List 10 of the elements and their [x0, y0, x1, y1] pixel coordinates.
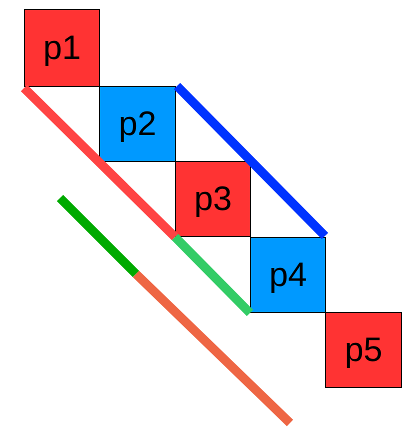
square-box	[325, 312, 402, 388]
square-box	[24, 9, 100, 87]
node-label: p2	[118, 107, 156, 141]
square-box	[250, 237, 326, 313]
node-label: p4	[269, 258, 307, 292]
node-label: p3	[194, 182, 232, 216]
node-label: p5	[344, 333, 382, 367]
square-box	[175, 161, 251, 237]
node-label: p1	[43, 31, 81, 65]
square-box	[99, 86, 176, 162]
